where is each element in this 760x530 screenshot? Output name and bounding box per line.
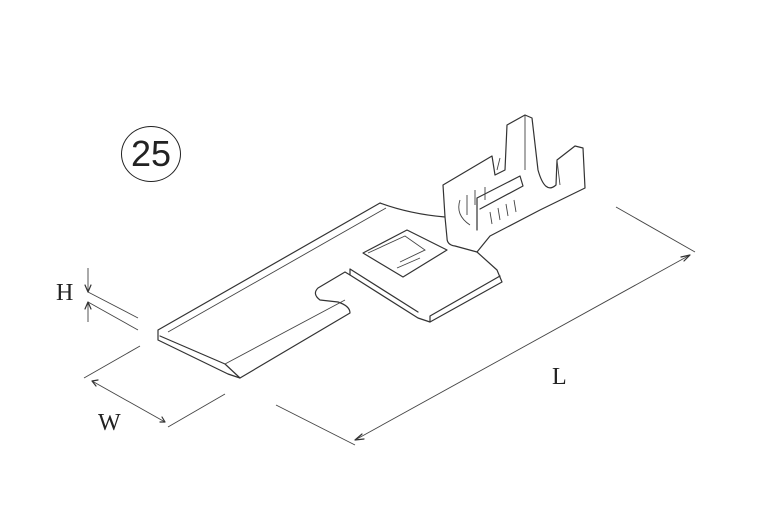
height-label: H bbox=[56, 280, 74, 306]
crimp-barrel bbox=[442, 114, 586, 253]
width-label: W bbox=[98, 410, 121, 436]
length-label: L bbox=[552, 364, 567, 390]
item-number-badge: 25 bbox=[121, 126, 181, 182]
blade bbox=[157, 202, 503, 379]
dimension-lines bbox=[83, 206, 696, 446]
